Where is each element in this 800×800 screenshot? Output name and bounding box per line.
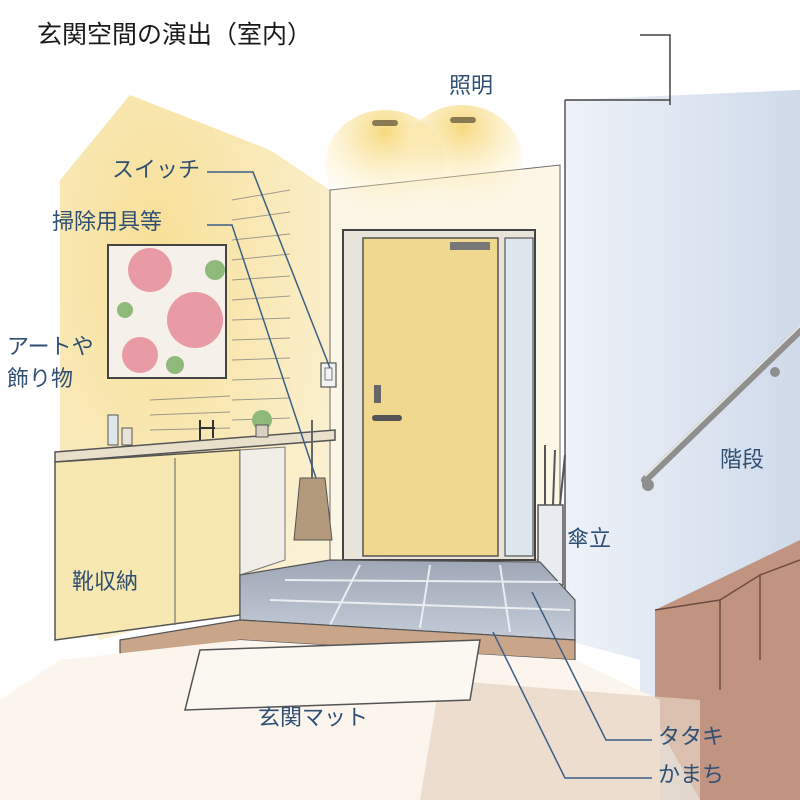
shoe-cabinet	[54, 449, 241, 641]
handrail	[641, 326, 800, 484]
poster-flower	[122, 337, 158, 373]
plant-pot	[255, 424, 269, 438]
handrail-highlight	[644, 325, 800, 477]
ceiling-light-glow-2	[402, 105, 522, 215]
diffuser-bottle	[107, 414, 119, 446]
handrail-bracket	[770, 367, 780, 377]
label-lighting: 照明	[449, 74, 494, 99]
door-handle	[372, 415, 402, 421]
upper-stair-edge	[640, 34, 671, 105]
poster-flower	[128, 248, 172, 292]
label-tataki: タタキ	[658, 725, 725, 750]
kamachi-leader	[492, 631, 652, 779]
poster-flower	[167, 292, 223, 348]
small-jar	[121, 427, 133, 446]
entrance-mat	[184, 639, 481, 711]
callout-lines	[207, 171, 652, 779]
umbrellas	[544, 445, 566, 506]
poster-leaf	[117, 302, 133, 318]
label-kamachi: かまち	[658, 763, 725, 788]
cleaning-leader	[207, 224, 317, 479]
floor-tile-lines	[269, 564, 571, 633]
switch-leader	[207, 171, 331, 369]
wall-switch-toggle	[324, 367, 333, 381]
wall-switch	[320, 362, 337, 388]
poster-leaf	[166, 356, 184, 374]
cabinet-recess	[239, 446, 286, 576]
label-cleaning-tools: 掃除用具等	[52, 210, 163, 235]
chair-ornament	[199, 420, 215, 440]
ceiling-light-1	[372, 120, 398, 126]
tataki-leader	[531, 591, 652, 741]
door-lock	[374, 385, 381, 403]
cabinet-top	[54, 429, 336, 463]
handrail-bracket	[642, 479, 654, 491]
label-stairs: 階段	[720, 448, 765, 473]
door-side-glass	[504, 237, 534, 557]
label-switch: スイッチ	[112, 158, 201, 183]
label-entrance-mat: 玄関マット	[258, 706, 369, 731]
poster-leaf	[205, 260, 225, 280]
diagram-title: 玄関空間の演出（室内）	[37, 20, 313, 49]
brick-wall	[149, 189, 291, 431]
stair-steps	[654, 559, 800, 690]
broom	[293, 477, 333, 541]
wood-floor-wash	[420, 680, 700, 800]
ceiling-light-2	[450, 117, 476, 123]
label-umbrella-stand: 傘立	[567, 527, 612, 552]
label-art-line2: 飾り物	[7, 367, 74, 392]
label-art-line1: アートや	[7, 335, 94, 360]
label-shoe-storage: 靴収納	[72, 570, 139, 595]
front-door	[362, 237, 499, 557]
door-closer	[450, 242, 490, 250]
